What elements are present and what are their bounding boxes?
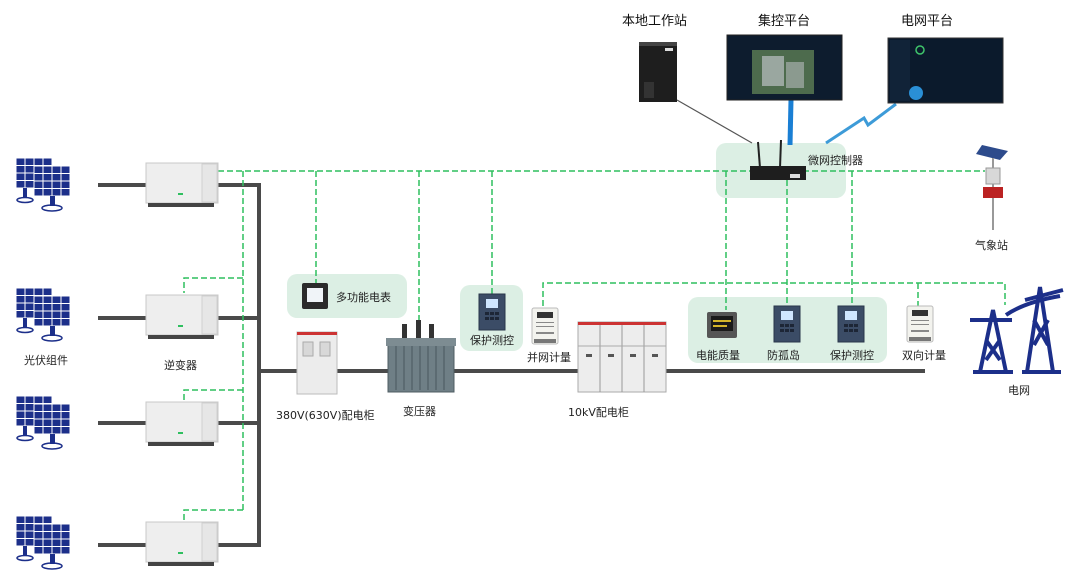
bidirectional-meter-icon [906,305,934,343]
pv-modules-label: 光伏组件 [24,354,68,367]
multifunction-meter-label: 多功能电表 [336,291,391,304]
lv-cabinet-icon [296,331,338,395]
grid-tower-icon [970,286,1064,374]
inverter-label: 逆变器 [164,359,197,372]
protection-left-label: 保护测控 [470,334,514,347]
central-platform-label: 集控平台 [758,14,811,29]
protection-right-label: 保护测控 [830,349,874,362]
pv-module-3 [16,396,70,449]
anti-islanding-label: 防孤岛 [767,349,800,362]
central-platform-screen [726,34,843,101]
grid-metering-label: 并网计量 [527,351,571,364]
multifunction-meter-icon [302,283,328,309]
local-workstation-icon [639,42,677,102]
workstation-link [676,99,753,144]
comm-lines [183,170,1006,522]
grid-meter-icon [531,307,559,345]
transformer-label: 变压器 [403,405,436,418]
transformer-icon [386,320,456,393]
power-quality-icon [707,312,737,338]
microgrid-controller-icon [750,139,806,180]
microgrid-controller-label: 微网控制器 [808,154,863,167]
inverter-1 [145,162,219,208]
pv-module-2 [16,288,70,341]
grid-label: 电网 [1008,384,1030,397]
protection-relay-right-icon [837,305,865,343]
grid-platform-label: 电网平台 [901,14,954,29]
lv-cabinet-label: 380V(630V)配电柜 [276,409,375,422]
pv-module-1 [16,158,70,211]
protection-relay-left-icon [478,293,506,331]
local-workstation-label: 本地工作站 [622,14,688,29]
pv-module-4 [16,516,70,569]
bidirectional-metering-label: 双向计量 [902,349,946,362]
inverter-2 [145,294,219,340]
power-quality-label: 电能质量 [696,349,740,362]
hv-cabinet-icon [577,321,667,393]
central-platform-link [787,99,794,146]
inverter-3 [145,401,219,447]
anti-islanding-icon [773,305,801,343]
inverter-4 [145,521,219,567]
grid-platform-screen [887,37,1004,104]
weather-station-label: 气象站 [975,239,1008,252]
power-lines [98,183,925,547]
weather-station-icon [976,145,1008,230]
hv-cabinet-label: 10kV配电柜 [568,406,629,419]
grid-platform-wireless-link [825,102,897,145]
